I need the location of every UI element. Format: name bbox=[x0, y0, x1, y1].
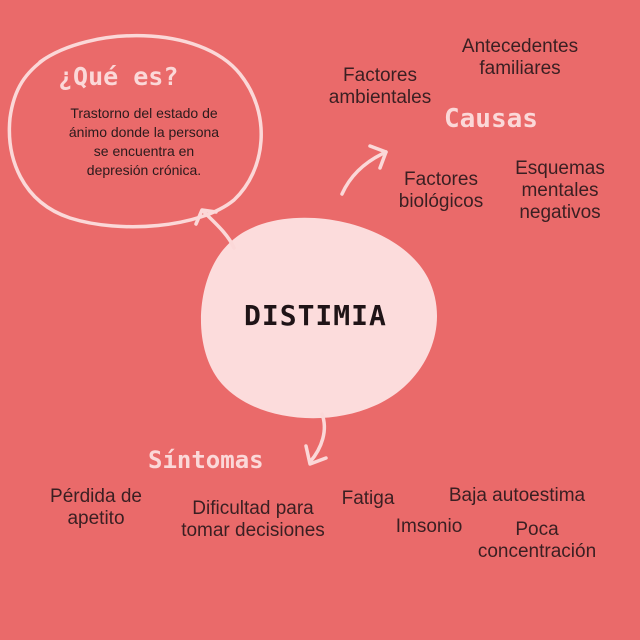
sintoma-line: Poca bbox=[515, 519, 559, 540]
definition-line: ánimo donde la persona bbox=[68, 124, 220, 141]
sintoma-line: concentración bbox=[477, 541, 597, 563]
definition-line: Trastorno del estado de bbox=[70, 105, 218, 121]
causa-factores-biologicos: Factores biológicos bbox=[386, 169, 496, 213]
causa-line: biológicos bbox=[398, 191, 484, 213]
causa-esquemas-mentales-negativos: Esquemas mentales negativos bbox=[500, 158, 620, 225]
sintoma-dificultad-para-tomar-decisiones: Dificultad para tomar decisiones bbox=[164, 498, 342, 542]
sintoma-line: Baja autoestima bbox=[448, 485, 586, 506]
causa-line: Factores bbox=[343, 65, 417, 86]
causa-line: mentales bbox=[521, 180, 599, 202]
causa-line: Esquemas bbox=[515, 158, 605, 179]
causa-line: Antecedentes bbox=[461, 36, 579, 57]
causa-line: ambientales bbox=[328, 87, 432, 109]
sintoma-perdida-de-apetito: Pérdida de apetito bbox=[36, 486, 156, 530]
sintoma-poca-concentracion: Poca concentración bbox=[464, 519, 610, 563]
causa-line: Factores bbox=[404, 169, 478, 190]
que-es-definition: Trastorno del estado de ánimo donde la p… bbox=[46, 104, 242, 180]
sintoma-imsonio: Imsonio bbox=[384, 516, 474, 538]
que-es-title: ¿Qué es? bbox=[58, 62, 179, 91]
center-title: DISTIMIA bbox=[244, 299, 387, 332]
sintoma-line: Fatiga bbox=[341, 488, 395, 509]
sintoma-line: apetito bbox=[67, 508, 125, 530]
sintomas-title: Síntomas bbox=[148, 446, 264, 474]
central-blob bbox=[200, 217, 438, 419]
causa-factores-ambientales: Factores ambientales bbox=[312, 65, 448, 109]
arrow-to-que-es bbox=[194, 208, 236, 250]
arrow-to-sintomas bbox=[304, 412, 328, 466]
causa-antecedentes-familiares: Antecedentes familiares bbox=[444, 36, 596, 80]
causa-line: familiares bbox=[479, 58, 561, 80]
definition-line: depresión crónica. bbox=[86, 162, 202, 179]
sintoma-line: Imsonio bbox=[395, 516, 463, 537]
definition-line: se encuentra en bbox=[93, 143, 195, 160]
sintoma-line: Dificultad para bbox=[192, 498, 314, 519]
sintoma-line: tomar decisiones bbox=[181, 520, 325, 542]
sintoma-fatiga: Fatiga bbox=[334, 488, 402, 510]
causas-title: Causas bbox=[444, 104, 538, 134]
sintoma-line: Pérdida de bbox=[50, 486, 142, 507]
causa-line: negativos bbox=[519, 202, 601, 224]
arrow-to-causas bbox=[340, 144, 388, 196]
sintoma-baja-autoestima: Baja autoestima bbox=[432, 485, 602, 507]
